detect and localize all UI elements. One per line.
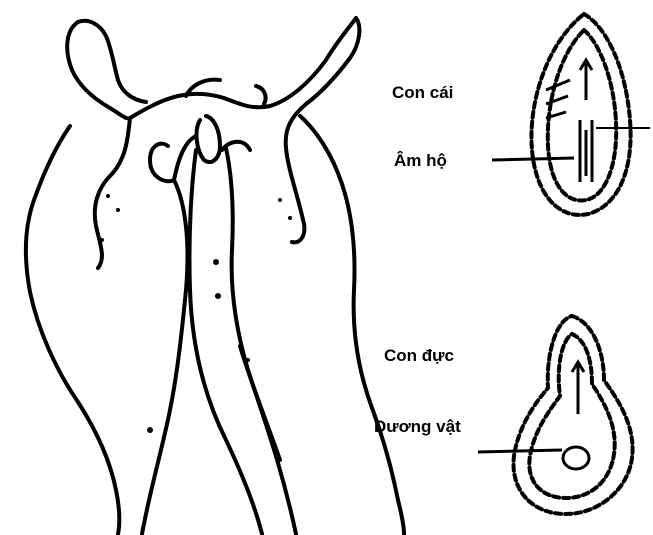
label-vulva: Âm hộ xyxy=(394,152,447,169)
label-penis: Dương vật xyxy=(374,418,461,435)
penis-pointer-line xyxy=(478,450,562,452)
label-female: Con cái xyxy=(392,84,453,101)
label-male: Con đực xyxy=(384,347,454,364)
